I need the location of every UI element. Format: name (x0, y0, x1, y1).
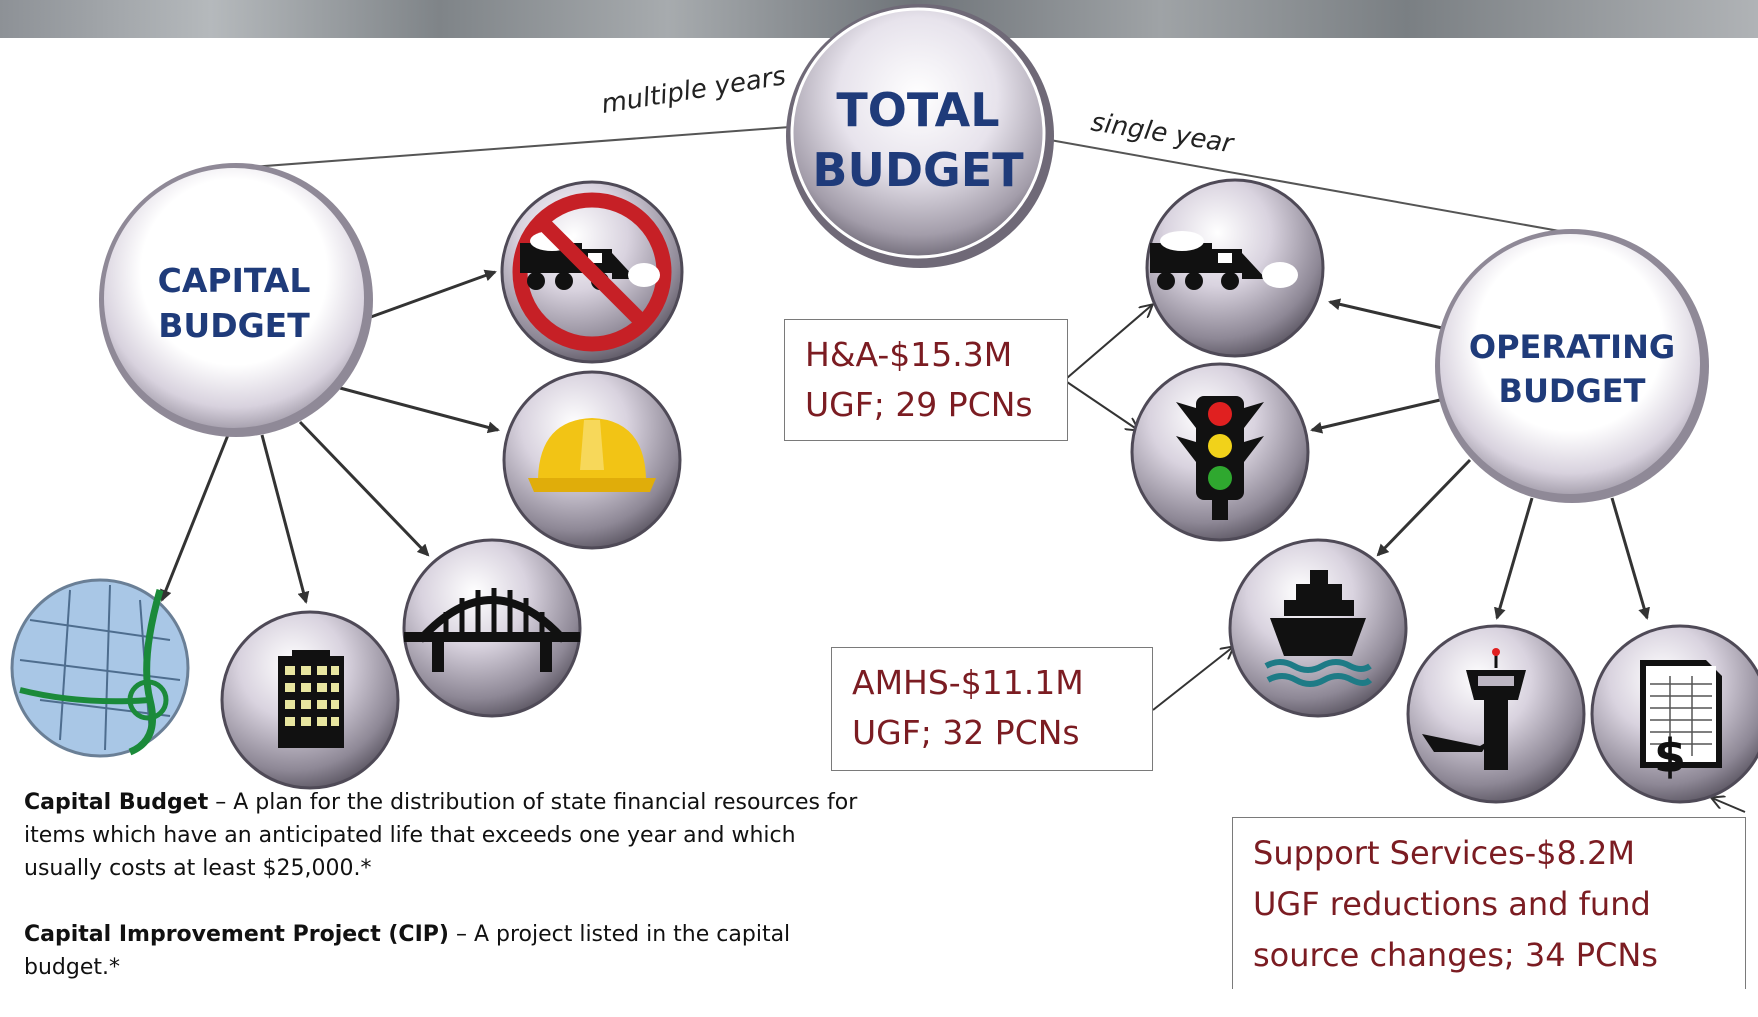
ha-box-line2: UGF; 29 PCNs (805, 385, 1033, 424)
definition-cip: Capital Improvement Project (CIP) – A pr… (24, 918, 864, 984)
definition-text: – A plan for the distribution of state f… (24, 790, 858, 881)
total-budget-line2: BUDGET (812, 143, 1024, 197)
support-box-line2: UGF reductions and fund (1253, 885, 1651, 923)
support-box-line1: Support Services-$8.2M (1253, 834, 1636, 872)
support-box: Support Services-$8.2M UGF reductions an… (1232, 817, 1746, 989)
arrow-operating-to-tower (1494, 497, 1534, 620)
edge-label-multiple-years: multiple years (599, 61, 787, 120)
definition-term: Capital Budget (24, 790, 209, 815)
arrow-capital-to-building (260, 434, 310, 604)
snowplow-icon (1145, 178, 1325, 358)
ha-box: H&A-$15.3M UGF; 29 PCNs (784, 319, 1068, 441)
invoice-dollar-icon: $ (1590, 624, 1758, 804)
bridge-icon (402, 538, 582, 718)
traffic-light-icon (1130, 362, 1310, 542)
airport-tower-icon (1406, 624, 1586, 804)
operating-budget-line2: BUDGET (1499, 372, 1646, 410)
hard-hat-icon (502, 370, 682, 550)
arrow-support-pointer (1712, 798, 1746, 813)
total-budget-bubble: TOTAL BUDGET (786, 4, 1054, 268)
arrow-capital-to-hard-hat (339, 386, 500, 434)
arrow-capital-to-bridge (298, 420, 430, 557)
operating-budget-line1: OPERATING (1469, 328, 1675, 366)
no-snowplow-icon (500, 180, 684, 364)
arrow-capital-to-map (160, 434, 230, 602)
definition-term: Capital Improvement Project (CIP) (24, 922, 449, 947)
edge-line-single-year (1049, 139, 1566, 233)
arrow-operating-to-traffic-light (1310, 398, 1441, 434)
arrow-amhs-to-ferry (1152, 647, 1233, 711)
budget-diagram: multiple years single year TOTAL BUDGET … (10, 4, 1758, 813)
arrow-operating-to-snowplow (1328, 298, 1443, 330)
arrow-operating-to-ferry (1376, 458, 1472, 557)
ha-box-line1: H&A-$15.3M (805, 335, 1013, 374)
capital-budget-bubble: CAPITAL BUDGET (99, 163, 373, 437)
arrow-capital-to-no-snowplow (367, 269, 497, 320)
amhs-box-line2: UGF; 32 PCNs (852, 713, 1080, 752)
definition-capital-budget: Capital Budget – A plan for the distribu… (24, 786, 864, 885)
capital-budget-line2: BUDGET (158, 306, 310, 345)
amhs-box: AMHS-$11.1M UGF; 32 PCNs (831, 647, 1153, 771)
edge-line-multiple-years (237, 126, 791, 169)
ferry-icon (1228, 538, 1408, 718)
amhs-box-line1: AMHS-$11.1M (852, 663, 1084, 702)
definition-text: – A project listed in the capital budget… (24, 922, 791, 980)
arrow-ha-to-traffic-light (1066, 381, 1138, 430)
definitions: Capital Budget – A plan for the distribu… (24, 786, 864, 1017)
total-budget-line1: TOTAL (836, 83, 999, 137)
support-box-line3: source changes; 34 PCNs (1253, 936, 1658, 974)
capital-budget-line1: CAPITAL (158, 261, 311, 300)
operating-budget-bubble: OPERATING BUDGET (1435, 229, 1709, 503)
map-icon (10, 578, 190, 758)
arrow-ha-to-snowplow (1066, 305, 1152, 379)
arrow-operating-to-invoice (1610, 497, 1650, 620)
building-icon (220, 610, 400, 790)
svg-text:$: $ (1654, 729, 1686, 783)
